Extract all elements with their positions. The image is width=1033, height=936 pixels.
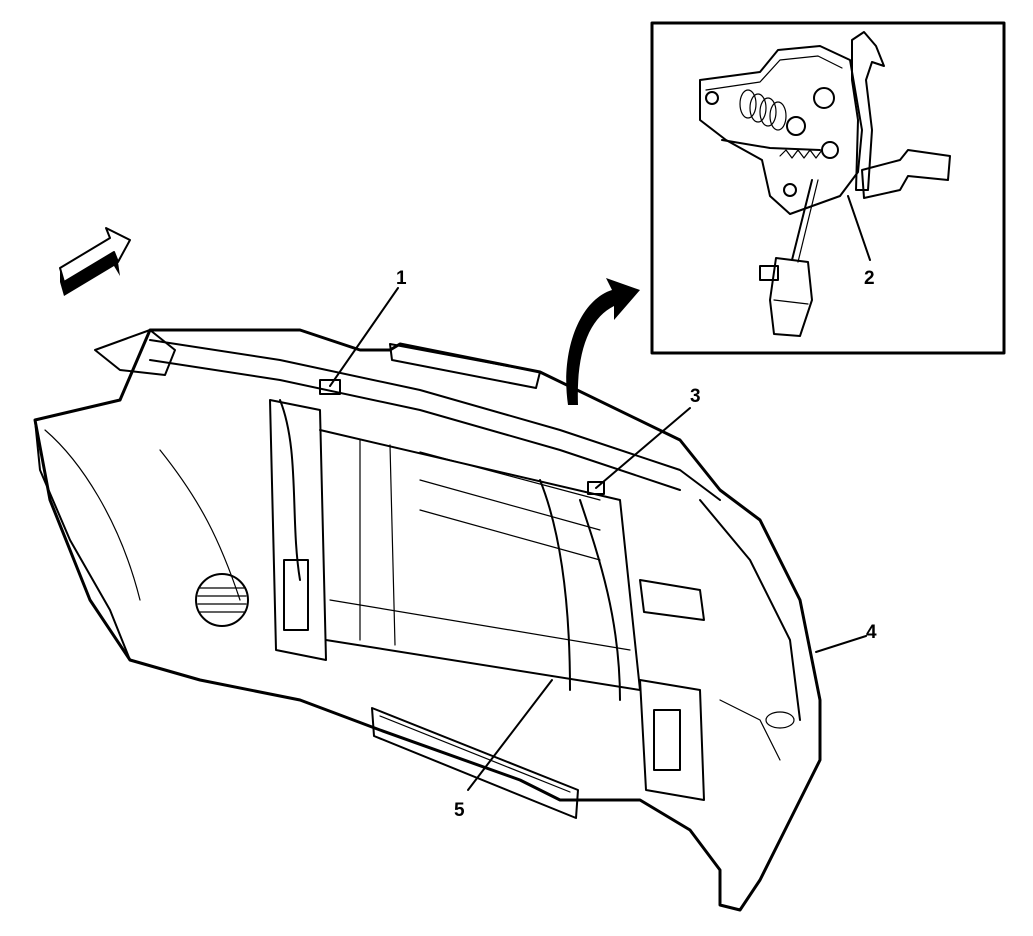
hood-latch-inset: 2 [650,21,1006,355]
leader-line-3 [595,407,691,489]
hood-latch-assembly-drawing [699,31,951,337]
fog-lamp-grille [195,573,249,627]
latch-spring [739,89,806,136]
callout-4: 4 [866,622,877,643]
callout-3: 3 [690,386,701,407]
leader-line-1 [329,287,399,387]
callout-1: 1 [396,268,407,289]
forward-direction-arrow-icon [59,227,131,296]
front-end-module-drawing [33,328,822,912]
leader-line-2 [847,195,871,261]
callout-2: 2 [864,268,875,289]
leader-line-4 [815,635,867,653]
inset-pointer-arrow-icon [566,278,640,405]
leader-line-5 [467,679,553,791]
callout-5: 5 [454,800,465,821]
